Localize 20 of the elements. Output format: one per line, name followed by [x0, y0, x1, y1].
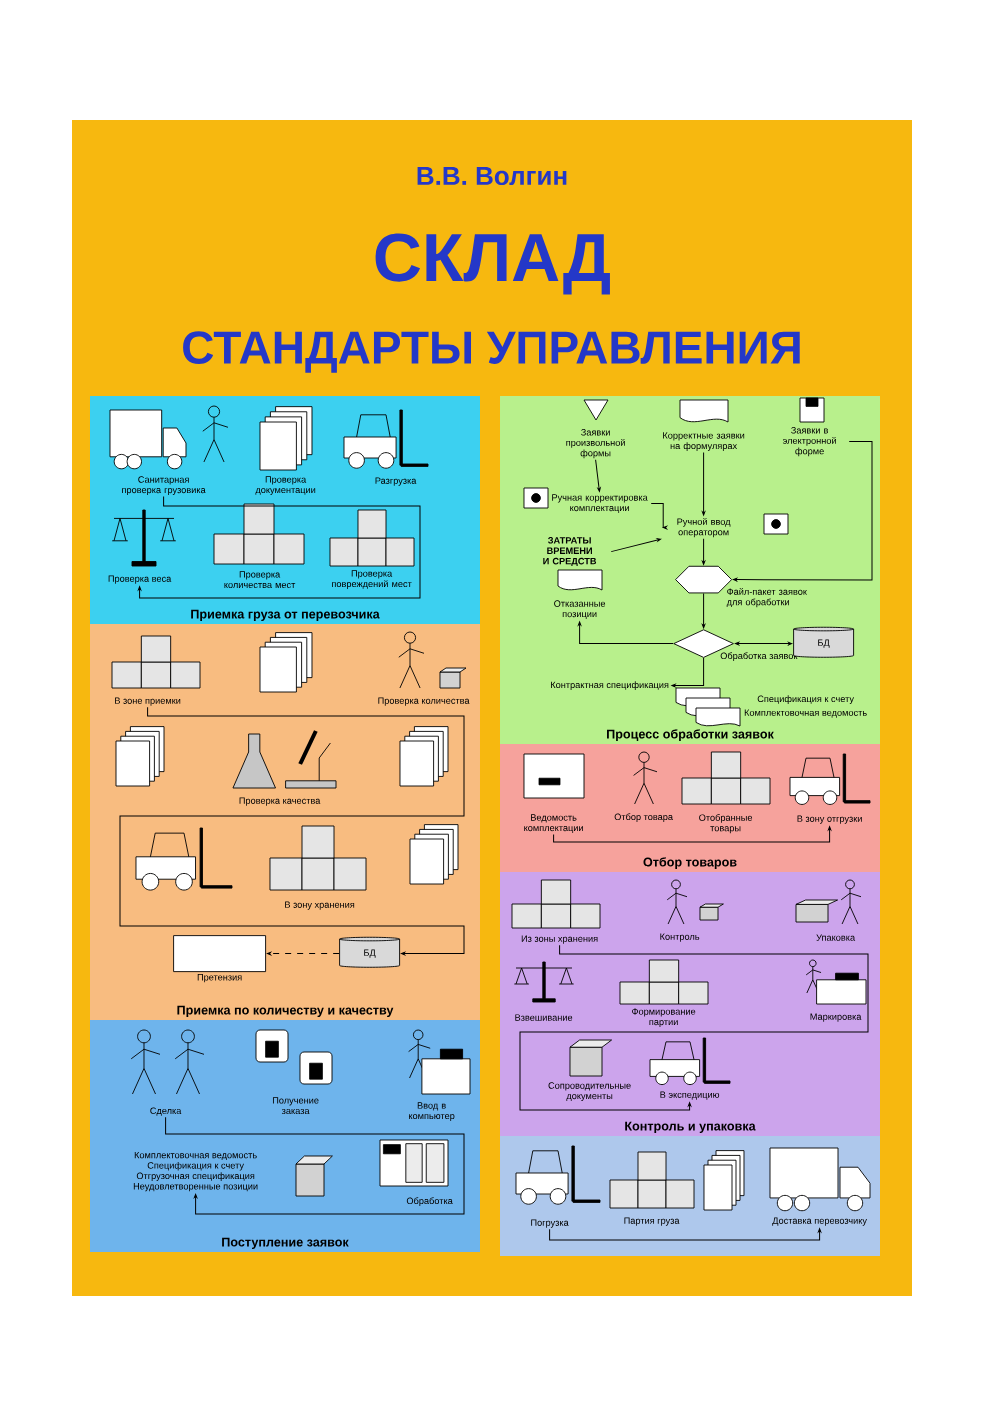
- arrow: [553, 826, 832, 843]
- arrow: [119, 706, 465, 956]
- arrow: [519, 944, 869, 1111]
- arrow: [702, 452, 706, 516]
- arrow: [138, 496, 421, 599]
- arrow: [595, 459, 601, 492]
- arrow: [702, 592, 706, 629]
- title: СКЛАД: [375, 233, 610, 295]
- arrow: [165, 1116, 465, 1215]
- author-name: В.В. Волгин: [417, 166, 567, 186]
- arrow: [610, 538, 662, 553]
- arrow: [650, 503, 667, 530]
- subtitle: СТАНДАРТЫ УПРАВЛЕНИЯ: [183, 331, 800, 373]
- arrow: [266, 952, 340, 956]
- arrow: [735, 642, 793, 646]
- arrow: [578, 621, 674, 645]
- arrow: [671, 657, 705, 688]
- arrow: [549, 1228, 822, 1241]
- arrow: [733, 441, 873, 582]
- arrow: [702, 538, 706, 565]
